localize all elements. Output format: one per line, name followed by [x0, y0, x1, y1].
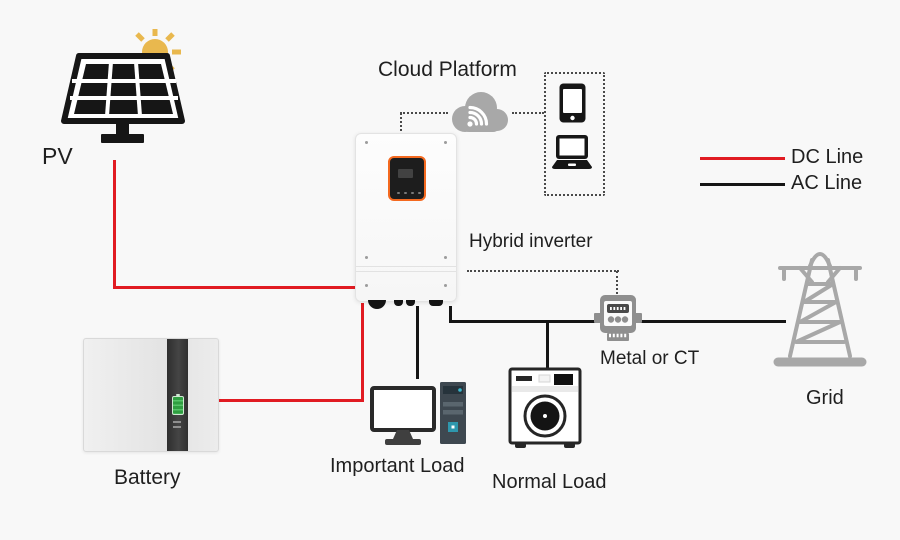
ac-line-inverter-stub	[449, 306, 452, 322]
energy-meter-icon	[594, 295, 642, 341]
solar-panel-icon	[61, 29, 185, 143]
inverter-display-icon	[388, 156, 426, 201]
screw-icon	[444, 284, 447, 287]
monitoring-devices-box	[544, 72, 605, 196]
cloud-platform-label: Cloud Platform	[378, 58, 517, 81]
legend-ac-swatch	[700, 183, 785, 186]
dc-line-battery-horizontal	[217, 399, 364, 402]
screw-icon	[444, 256, 447, 259]
legend-ac-label: AC Line	[791, 172, 863, 194]
pv-label: PV	[42, 143, 73, 169]
desktop-computer-icon	[370, 382, 466, 445]
battery-charge-indicator-icon	[172, 394, 184, 415]
inverter-seam	[356, 271, 456, 272]
inverter-button	[397, 191, 400, 194]
inverter-port	[429, 300, 443, 306]
battery-label: Battery	[114, 466, 181, 489]
important-load-label: Important Load	[330, 455, 465, 477]
dotted-link-cloud-devices	[512, 112, 544, 114]
inverter-icon	[355, 133, 457, 309]
screw-icon	[365, 256, 368, 259]
screw-icon	[444, 141, 447, 144]
smartphone-icon	[559, 83, 586, 123]
inverter-lcd	[398, 169, 413, 178]
inverter-button	[404, 191, 407, 194]
dc-line-pv-vertical	[113, 160, 116, 289]
dotted-link-inverter-meter-horizontal	[467, 270, 619, 272]
wifi-icon	[467, 105, 489, 127]
legend-dc-label: DC Line	[791, 146, 864, 168]
dotted-link-inverter-meter-vertical	[616, 271, 618, 294]
ac-line-normal-load	[546, 320, 549, 368]
inverter-port	[406, 300, 415, 306]
inverter-button	[411, 191, 414, 194]
legend-dc-swatch	[700, 157, 785, 160]
inverter-label: Hybrid inverter	[469, 231, 593, 252]
dotted-link-inverter-cloud-horizontal	[400, 112, 448, 114]
ac-line-important-load	[416, 306, 419, 379]
grid-label: Grid	[806, 387, 844, 409]
inverter-port	[394, 300, 403, 306]
dotted-link-inverter-cloud-vertical	[400, 113, 402, 131]
inverter-seam	[356, 266, 456, 267]
dc-line-pv-horizontal	[113, 286, 358, 289]
battery-control-strip	[167, 339, 188, 451]
battery-icon	[83, 338, 219, 452]
battery-strip-marking	[173, 426, 181, 428]
normal-load-label: Normal Load	[492, 471, 607, 493]
washing-machine-icon	[508, 367, 582, 448]
screw-icon	[365, 284, 368, 287]
dc-line-battery-vertical	[361, 303, 364, 402]
inverter-port	[368, 300, 386, 309]
meter-label: Metal or CT	[600, 348, 700, 369]
inverter-button	[418, 191, 421, 194]
laptop-icon	[552, 135, 592, 169]
transmission-tower-icon	[773, 252, 867, 367]
cloud-wifi-icon	[452, 92, 508, 132]
battery-strip-marking	[173, 421, 181, 423]
screw-icon	[365, 141, 368, 144]
